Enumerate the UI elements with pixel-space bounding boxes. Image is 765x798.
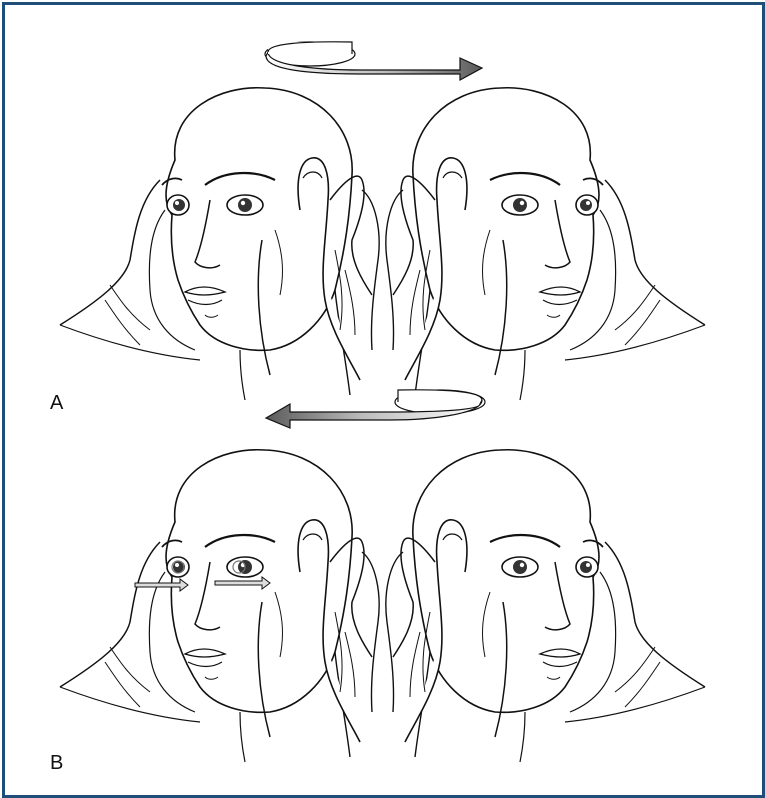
head-right-b <box>386 450 705 762</box>
rotation-arrow-left <box>266 390 485 428</box>
head-left-a <box>60 88 379 400</box>
panel-b-illustration <box>60 390 705 762</box>
head-left-b <box>60 450 379 762</box>
panel-label-a: A <box>50 392 63 415</box>
rotation-arrow-right <box>265 42 482 80</box>
panel-label-b: B <box>50 752 63 775</box>
head-right-a <box>386 88 705 400</box>
panel-a-illustration <box>60 42 705 400</box>
